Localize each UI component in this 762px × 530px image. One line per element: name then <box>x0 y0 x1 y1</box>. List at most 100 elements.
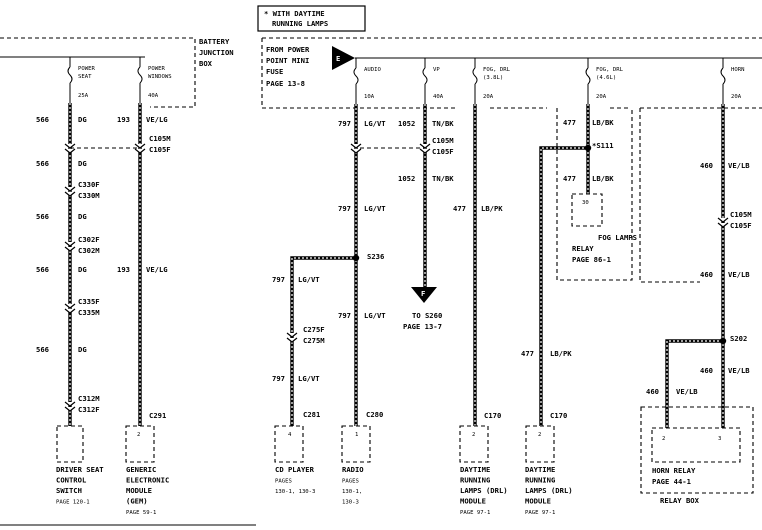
component-line2: RUNNING <box>460 476 490 485</box>
connector-chevron-icon <box>64 303 76 314</box>
component-line1: CD PLAYER <box>275 465 315 474</box>
battery-box-line1: BATTERY <box>199 37 230 46</box>
wire-797-label-5: 797 <box>272 374 285 383</box>
connector-c291: C291 <box>149 411 166 420</box>
fog-relay-pin <box>571 193 603 227</box>
wire-segment-8 <box>539 146 588 426</box>
relay-box-outline <box>640 406 754 494</box>
connector-chevron-icon <box>64 241 76 252</box>
connector-c280: C280 <box>366 410 383 419</box>
wire-193-label-2: 193 <box>117 265 130 274</box>
wire-566-label-1: 566 <box>36 115 49 124</box>
horn-relay-outline <box>651 427 741 463</box>
connector-c275f: C275F <box>303 325 325 334</box>
connector-c312m: C312M <box>78 394 100 403</box>
splice-s236: S236 <box>367 252 384 261</box>
connector-chevron-icon <box>717 217 729 228</box>
component-line3: LAMPS (DRL) <box>460 486 508 495</box>
wire-797-label-1: 797 <box>338 119 351 128</box>
component-line2: PAGES <box>342 479 359 485</box>
fuse-rating: 10A <box>364 94 375 100</box>
fuse-name-2: WINDOWS <box>148 74 172 80</box>
connector-c275m: C275M <box>303 336 325 345</box>
relay-box-label: RELAY BOX <box>660 496 700 505</box>
fuse-symbol-icon <box>353 67 359 85</box>
cd-player-pin-number: 4 <box>288 432 292 438</box>
wire-dg-label-2: DG <box>78 159 87 168</box>
fuse-name: POWER <box>148 66 165 72</box>
fuse-name-2: (4.6L) <box>596 75 616 81</box>
wire-velb-label-4: VE/LB <box>676 387 698 396</box>
fuse-rating: 40A <box>148 93 159 99</box>
component-line3: SWITCH <box>56 486 82 495</box>
connector-c312f: C312F <box>78 405 100 414</box>
component-line2: RUNNING <box>525 476 555 485</box>
wire-477-label-1: 477 <box>453 204 466 213</box>
wire-lgvt-label-5: LG/VT <box>298 374 320 383</box>
power-point-line2: POINT MINI <box>266 56 309 65</box>
wire-dg-label-3: DG <box>78 212 87 221</box>
wire-566-label-2: 566 <box>36 159 49 168</box>
wire-tnbk-label-2: TN/BK <box>432 174 454 183</box>
wire-velb-label-1: VE/LB <box>728 161 750 170</box>
component-line2: CONTROL <box>56 476 87 485</box>
connector-chevron-icon <box>64 186 76 197</box>
component-line4: PAGE 120-1 <box>56 500 90 506</box>
connector-c302f: C302F <box>78 235 100 244</box>
gem-connector <box>125 425 155 463</box>
wire-lgvt-label-3: LG/VT <box>298 275 320 284</box>
fuse-rating: 20A <box>483 94 494 100</box>
connector-c281: C281 <box>303 410 320 419</box>
fuse-symbol-icon <box>472 67 478 85</box>
fog-relay-line3: PAGE 86-1 <box>572 255 611 264</box>
wire-lbpk-label-2: LB/PK <box>550 349 572 358</box>
wire-460-label-3: 460 <box>700 366 713 375</box>
wire-193-label-1: 193 <box>117 115 130 124</box>
to-s260-line1: TO S260 <box>412 311 442 320</box>
component-line3: LAMPS (DRL) <box>525 486 573 495</box>
connector-c105m-right: C105M <box>730 210 752 219</box>
fuse-name: HORN <box>731 67 744 73</box>
horn-relay-line1: HORN RELAY <box>652 466 696 475</box>
splice-dot-3 <box>719 337 727 345</box>
cd-player-connector <box>274 425 304 463</box>
connector-e-label: E <box>336 54 340 63</box>
daytime-note: * WITH DAYTIME RUNNING LAMPS <box>257 5 366 32</box>
connector-c105f-mid: C105F <box>432 147 454 156</box>
connector-f-label: F <box>421 289 425 298</box>
wire-460-label-4: 460 <box>646 387 659 396</box>
fuse-symbol-icon <box>720 67 726 85</box>
component-line4: MODULE <box>460 497 486 506</box>
wires <box>64 103 729 428</box>
to-s260-line2: PAGE 13-7 <box>403 322 442 331</box>
fuse-symbol-icon <box>137 66 143 84</box>
wire-566-label-4: 566 <box>36 265 49 274</box>
wire-dg-label-1: DG <box>78 115 87 124</box>
wire-lbbk-label-2: LB/BK <box>592 174 614 183</box>
wire-797-label-2: 797 <box>338 204 351 213</box>
drl-pin-number-2: 2 <box>538 432 541 438</box>
fuse-symbol-icon <box>67 66 73 84</box>
drl-module-connector-2 <box>525 425 555 463</box>
horn-relay-line2: PAGE 44-1 <box>652 477 691 486</box>
component-line2: PAGES <box>275 479 292 485</box>
connector-c335m: C335M <box>78 308 100 317</box>
wire-lgvt-label-4: LG/VT <box>364 311 386 320</box>
wire-lgvt-label-2: LG/VT <box>364 204 386 213</box>
wire-lgvt-label-1: LG/VT <box>364 119 386 128</box>
wire-velg-label-2: VE/LG <box>146 265 168 274</box>
fog-relay-line2: RELAY <box>572 244 594 253</box>
wire-566-label-5: 566 <box>36 345 49 354</box>
fuse-name: VP <box>433 67 440 73</box>
fuse-name: FOG, DRL <box>596 67 624 73</box>
fuse-symbol-icon <box>422 67 428 85</box>
connector-e-symbol <box>332 46 355 70</box>
